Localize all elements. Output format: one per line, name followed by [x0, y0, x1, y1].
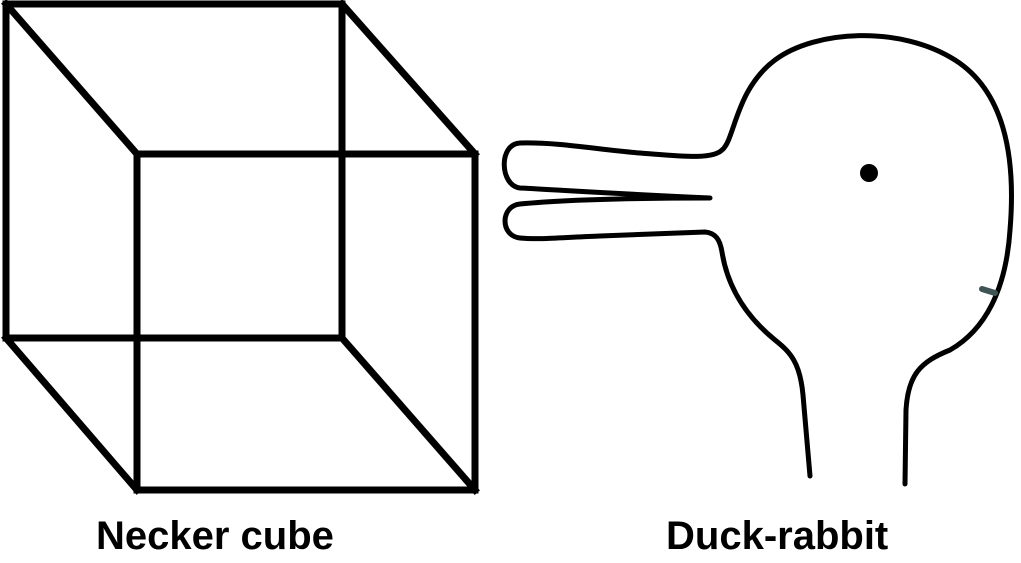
necker-cube-drawing [1, 0, 480, 495]
cube-edge-top-left [1, 0, 142, 159]
cube-edge-bottom-left [1, 333, 142, 495]
cube-back-face [2, 0, 346, 342]
cube-edge-top-right [337, 0, 480, 159]
necker-cube-caption: Necker cube [96, 514, 334, 558]
duck-rabbit-outline [501, 33, 1014, 487]
duck-rabbit-smudge [979, 286, 998, 296]
duck-rabbit-caption: Duck-rabbit [666, 514, 889, 558]
duck-rabbit-eye [860, 164, 878, 182]
cube-edge-bottom-right [337, 333, 480, 495]
duck-rabbit-drawing [501, 33, 1014, 487]
cube-front-face [133, 150, 479, 494]
